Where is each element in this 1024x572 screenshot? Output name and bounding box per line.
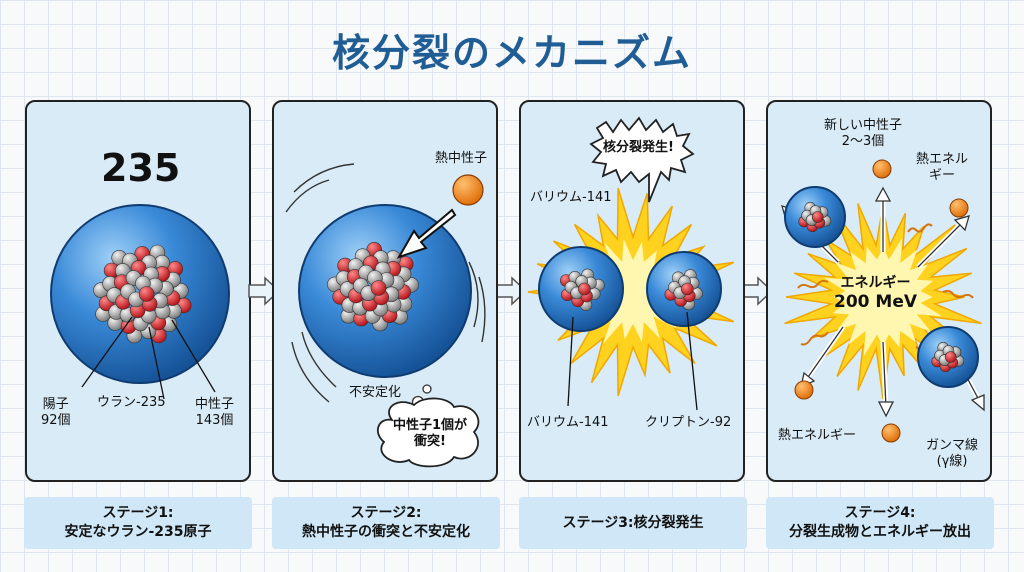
proton-ball bbox=[138, 286, 155, 302]
impact-arrow-icon bbox=[396, 208, 457, 259]
nucleus bbox=[664, 269, 703, 311]
heat-energy-bottom-label: 熱エネルギー bbox=[778, 428, 857, 443]
heat-energy-top-label: 熱エネルギー bbox=[916, 152, 969, 183]
thermal-neutron-label: 熱中性子 bbox=[435, 151, 488, 166]
uranium-label: ウラン-235 bbox=[97, 395, 166, 410]
energy-label: エネルギー 200 MeV bbox=[834, 275, 918, 312]
nucleus bbox=[798, 202, 832, 233]
unstable-label: 不安定化 bbox=[349, 385, 402, 400]
fragment-top-label: バリウム-141 bbox=[530, 190, 612, 205]
proton-ball bbox=[370, 280, 387, 296]
stage-2-caption: ステージ2:熱中性子の衝突と不安定化 bbox=[272, 497, 500, 549]
thermal-neutron-icon bbox=[452, 174, 484, 206]
neutron-icon bbox=[794, 380, 814, 400]
fragment-bottom-left-label: バリウム-141 bbox=[527, 415, 609, 430]
bubble-text: 中性子1個が衝突! bbox=[393, 418, 468, 449]
nucleus bbox=[559, 268, 605, 311]
stage-3-panel: 核分裂発生! バリウム-141 バリウム-141 クリプトン-92 bbox=[519, 100, 745, 482]
energy-release-diagram bbox=[781, 159, 985, 443]
gamma-ray-label: ガンマ線(γ線) bbox=[926, 438, 979, 469]
nucleus bbox=[931, 342, 965, 373]
fragment-bottom-right-label: クリプトン-92 bbox=[645, 415, 732, 430]
burst-label: 核分裂発生! bbox=[603, 140, 674, 155]
stage-3-caption: ステージ3:核分裂発生 bbox=[519, 497, 747, 549]
proton-ball bbox=[681, 282, 694, 296]
nucleus bbox=[327, 242, 419, 332]
stage-4-caption: ステージ4:分裂生成物とエネルギー放出 bbox=[766, 497, 994, 549]
neutron-icon bbox=[881, 423, 901, 443]
uranium-atom-diagram bbox=[50, 204, 230, 400]
proton-ball bbox=[811, 211, 824, 223]
fission-event-diagram bbox=[527, 116, 735, 411]
neutron-icon bbox=[949, 198, 969, 218]
proton-ball bbox=[578, 282, 591, 296]
burst-callout bbox=[589, 116, 695, 203]
nucleus bbox=[93, 244, 192, 344]
page-title: 核分裂のメカニズム bbox=[331, 31, 692, 75]
neutron-icon bbox=[872, 159, 892, 179]
mass-number: 235 bbox=[101, 146, 181, 190]
speech-bubble bbox=[376, 397, 480, 468]
proton-ball bbox=[944, 351, 957, 363]
stage-1-caption: ステージ1:安定なウラン-235原子 bbox=[24, 497, 252, 549]
stage-2-panel: 熱中性子 不安定化 中性子1個が衝突! bbox=[272, 100, 498, 482]
neutron-collision-diagram bbox=[285, 163, 486, 468]
